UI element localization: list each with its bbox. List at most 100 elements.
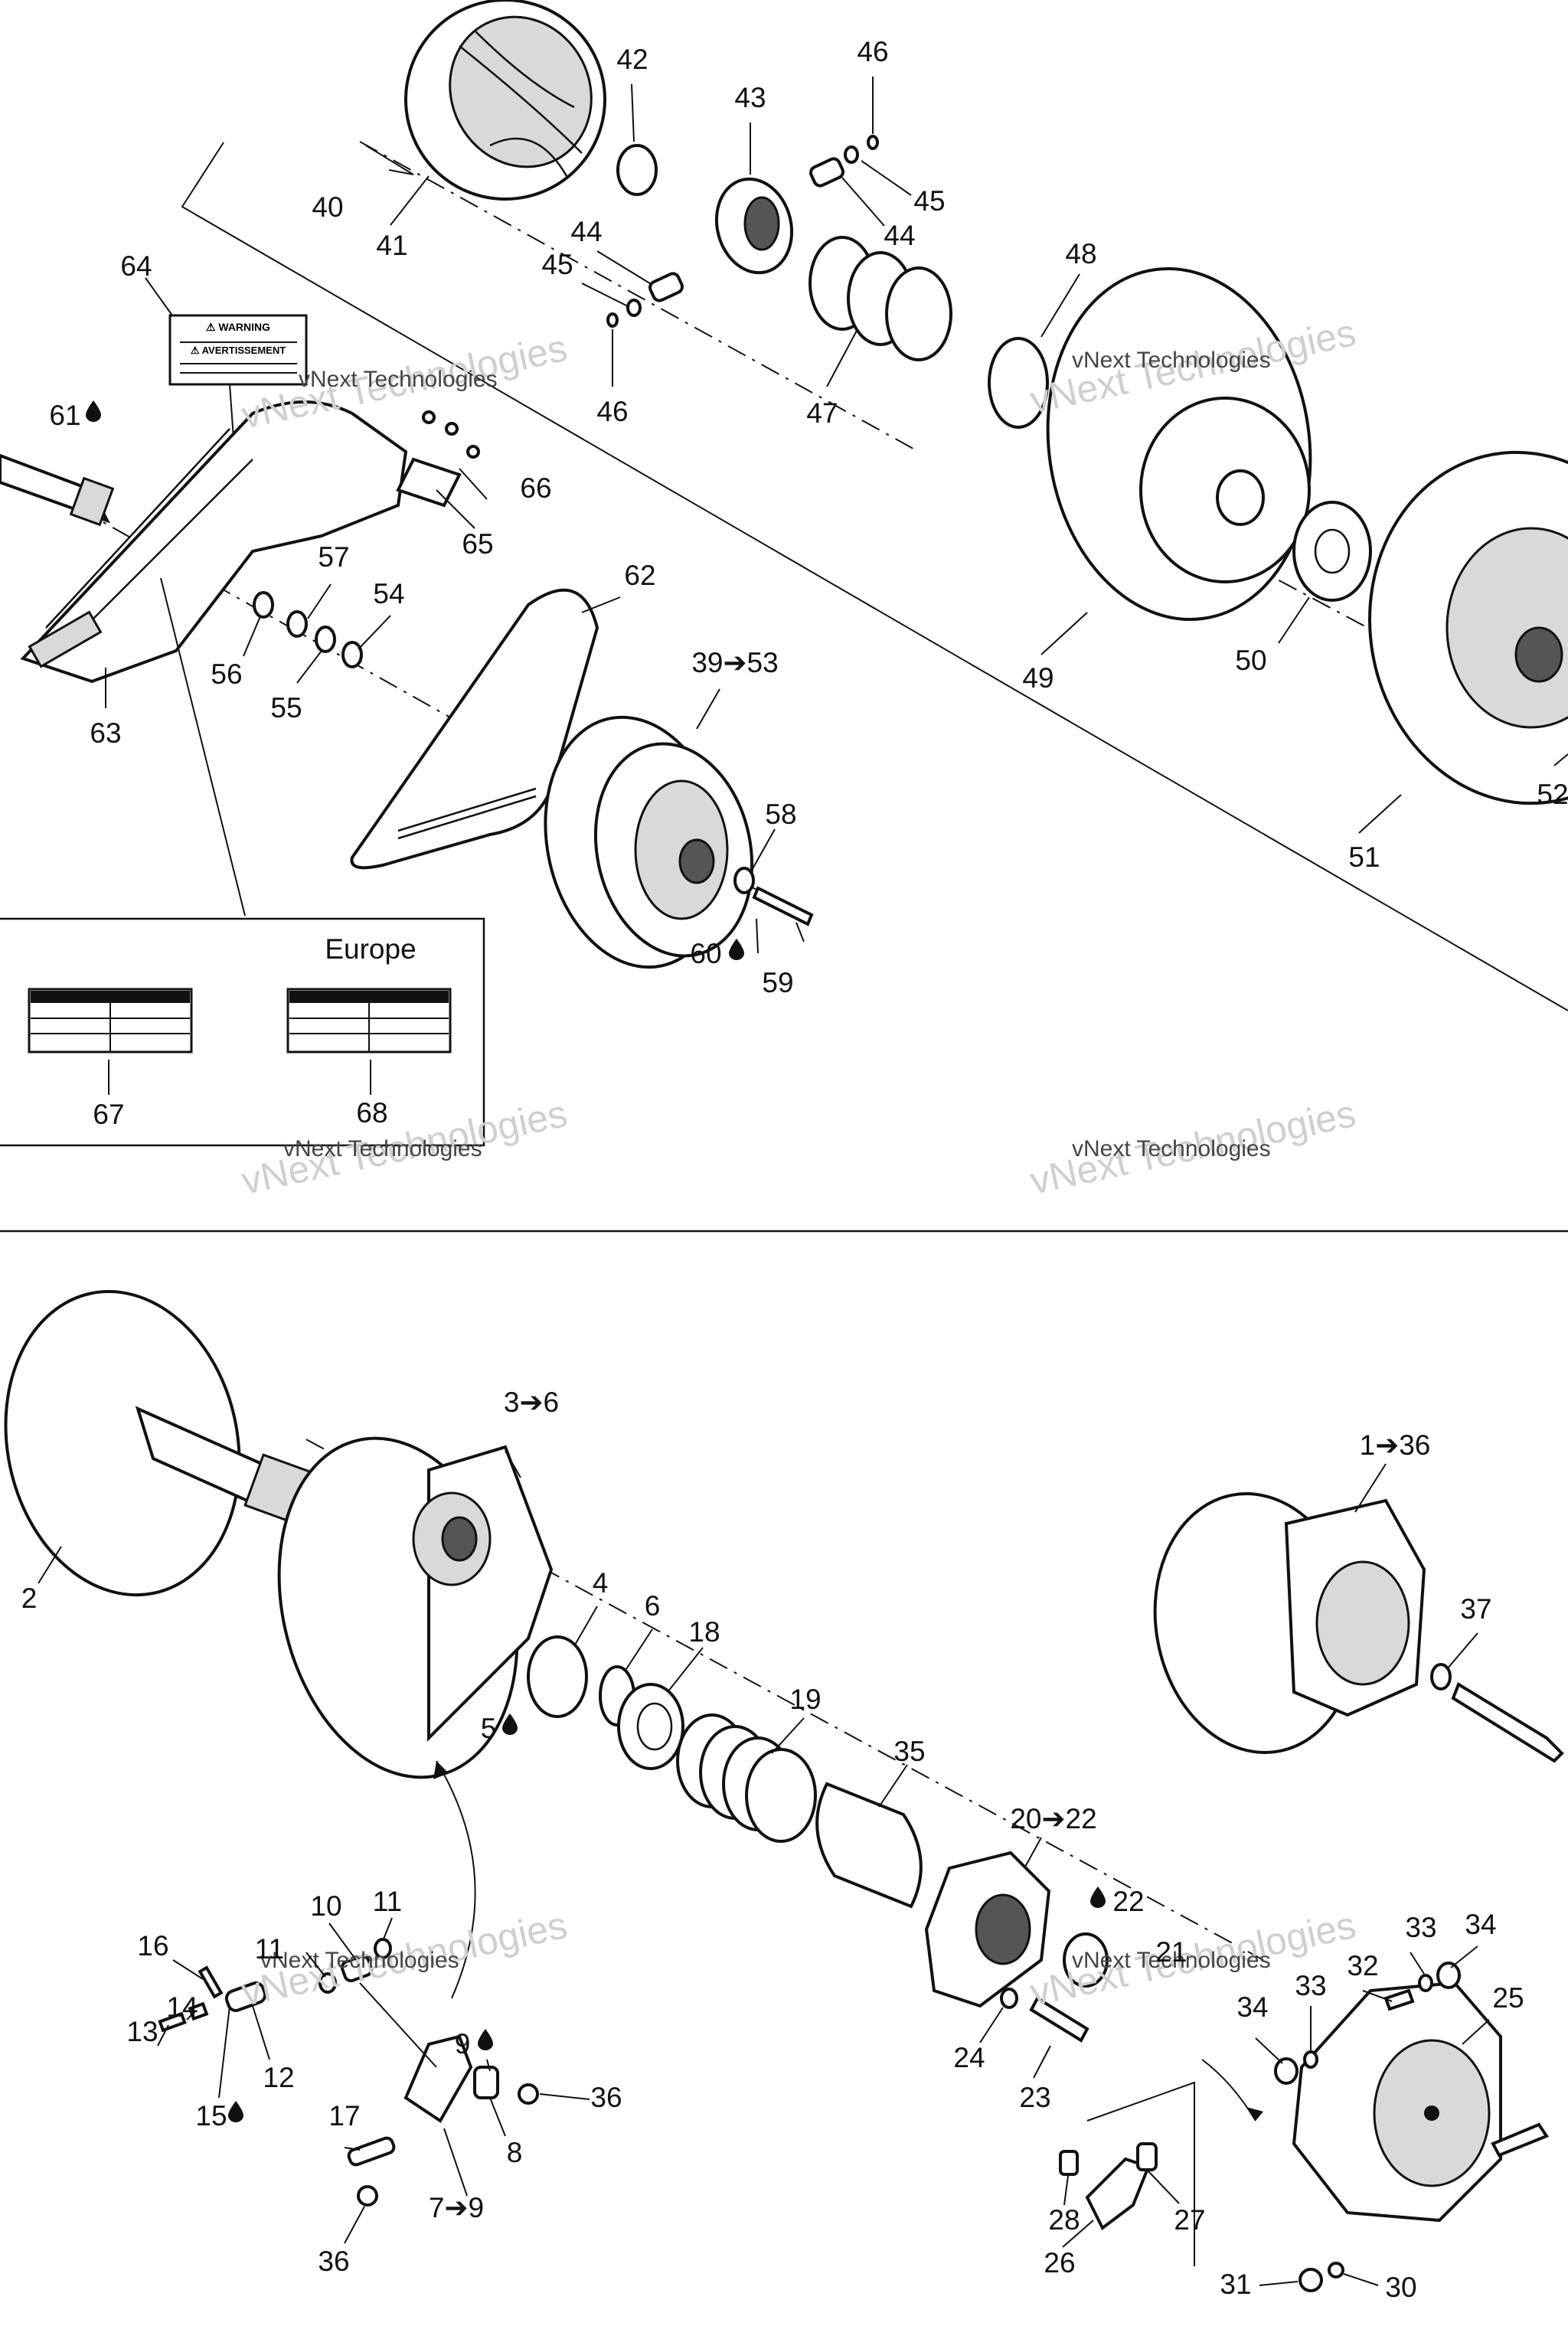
label-7-9: 7➔9	[429, 2192, 484, 2223]
part-55-ring	[315, 626, 336, 653]
part-34-roller-lower	[1274, 2057, 1298, 2085]
part-20-22-spider	[924, 1851, 1051, 2008]
part-43-bearing	[714, 177, 794, 275]
leader-13	[157, 2024, 169, 2047]
label-63: 63	[90, 717, 121, 749]
part-30-washer	[1328, 2262, 1344, 2278]
label-5-group: 5	[481, 1713, 518, 1744]
leader-24	[979, 2007, 1004, 2043]
leader-54	[358, 615, 391, 650]
part-62-drive-belt	[350, 588, 599, 870]
leader-49	[1040, 612, 1088, 655]
leader-50	[1278, 596, 1310, 644]
leader-62	[581, 596, 621, 613]
assembly-frame-line	[181, 142, 1568, 1011]
label-23: 23	[1019, 2082, 1050, 2113]
leader-4	[573, 1606, 598, 1647]
leader-8	[489, 2097, 506, 2137]
oil-drop-icon	[86, 400, 101, 422]
leader-9	[486, 2059, 491, 2072]
leader-guard-to-europe	[160, 577, 246, 916]
label-19: 19	[789, 1684, 821, 1715]
part-33-washer-lower	[1303, 2050, 1318, 2069]
part-12-roller	[224, 1981, 267, 2012]
oil-drop-icon	[502, 1713, 518, 1735]
part-2-fixed-sheave	[4, 1289, 315, 1597]
label-61: 61	[49, 400, 80, 431]
part-19-spring	[676, 1713, 817, 1843]
label-35: 35	[893, 1736, 925, 1767]
label-55: 55	[270, 692, 302, 724]
part-57-ring	[286, 610, 308, 638]
label-9-group: 9	[455, 2028, 493, 2060]
leader-58	[750, 828, 776, 874]
leader-57	[307, 583, 332, 619]
part-44-pin-upper	[809, 157, 844, 188]
oil-drop-icon	[1090, 1886, 1106, 1908]
leader-37	[1446, 1632, 1478, 1670]
label-26: 26	[1044, 2247, 1075, 2278]
part-44-pin-lower	[648, 272, 684, 302]
label-39-53: 39➔53	[691, 647, 778, 678]
label-25: 25	[1492, 1982, 1524, 2014]
label-34-upper: 34	[1465, 1909, 1496, 1940]
label-59: 59	[762, 967, 793, 998]
part-31-nut	[1298, 2268, 1323, 2292]
label-60-group: 60	[690, 938, 744, 969]
leader-bushing-to-arm	[359, 1982, 437, 2068]
label-36-upper: 36	[590, 2082, 622, 2113]
leader-65	[436, 489, 475, 529]
label-32: 32	[1347, 1950, 1378, 1981]
oil-drop-icon	[228, 2101, 243, 2122]
label-16: 16	[137, 1930, 168, 1962]
arrow-roller-to-sheave	[436, 1760, 476, 1999]
leader-51	[1358, 794, 1402, 834]
label-60: 60	[690, 938, 721, 969]
label-41: 41	[376, 230, 407, 261]
leader-66	[459, 468, 488, 500]
part-64-warning-decal: ⚠ WARNING ⚠ AVERTISSEMENT	[168, 314, 308, 386]
label-62: 62	[624, 560, 655, 591]
leader-52	[1553, 753, 1568, 766]
part-7-9-lever-arm	[403, 2034, 473, 2123]
part-45-washer-upper	[844, 145, 859, 164]
part-47-spring	[808, 236, 952, 361]
label-47: 47	[806, 397, 838, 429]
part-46-clip-lower	[606, 312, 619, 328]
leader-31	[1259, 2281, 1298, 2286]
label-52: 52	[1537, 779, 1568, 810]
label-42: 42	[616, 44, 648, 75]
label-64: 64	[120, 250, 152, 282]
leader-44a	[841, 177, 885, 227]
part-68-europe-decal	[286, 988, 452, 1054]
arrow-housing	[1201, 2059, 1256, 2122]
leader-64-decal	[145, 277, 173, 316]
leader-23	[1033, 2045, 1051, 2079]
label-46-lower: 46	[596, 396, 628, 427]
leader-32	[1362, 1990, 1393, 2002]
part-4-bushing	[527, 1635, 588, 1718]
label-4: 4	[593, 1567, 609, 1599]
part-48-ring	[988, 337, 1049, 429]
part-66-screw-2	[445, 422, 459, 436]
label-33-upper: 33	[1405, 1912, 1436, 1943]
part-67-europe-decal	[28, 988, 193, 1054]
part-1-36-bolt	[1451, 1682, 1564, 1763]
label-49: 49	[1022, 662, 1054, 694]
leader-1-36	[1354, 1463, 1387, 1513]
label-33-lower: 33	[1295, 1970, 1326, 2001]
part-49-sheave	[1046, 267, 1312, 621]
decal-avertissement-text: ⚠ AVERTISSEMENT	[191, 345, 286, 356]
part-25-spider-housing	[1292, 1981, 1502, 2223]
leader-47	[826, 328, 858, 387]
part-3-6-movable-sheave	[277, 1436, 554, 1779]
part-18-spring-seat-hole	[636, 1702, 673, 1751]
part-42-circlip	[616, 144, 658, 196]
watermark-5-small: vNext Technologies	[260, 1948, 459, 1973]
watermark-2-small: vNext Technologies	[1072, 348, 1271, 373]
oil-drop-icon	[478, 2029, 493, 2050]
leader-45b	[581, 283, 629, 307]
leader-41	[390, 175, 430, 226]
leader-19	[771, 1717, 805, 1754]
part-61-shaft	[0, 453, 115, 527]
